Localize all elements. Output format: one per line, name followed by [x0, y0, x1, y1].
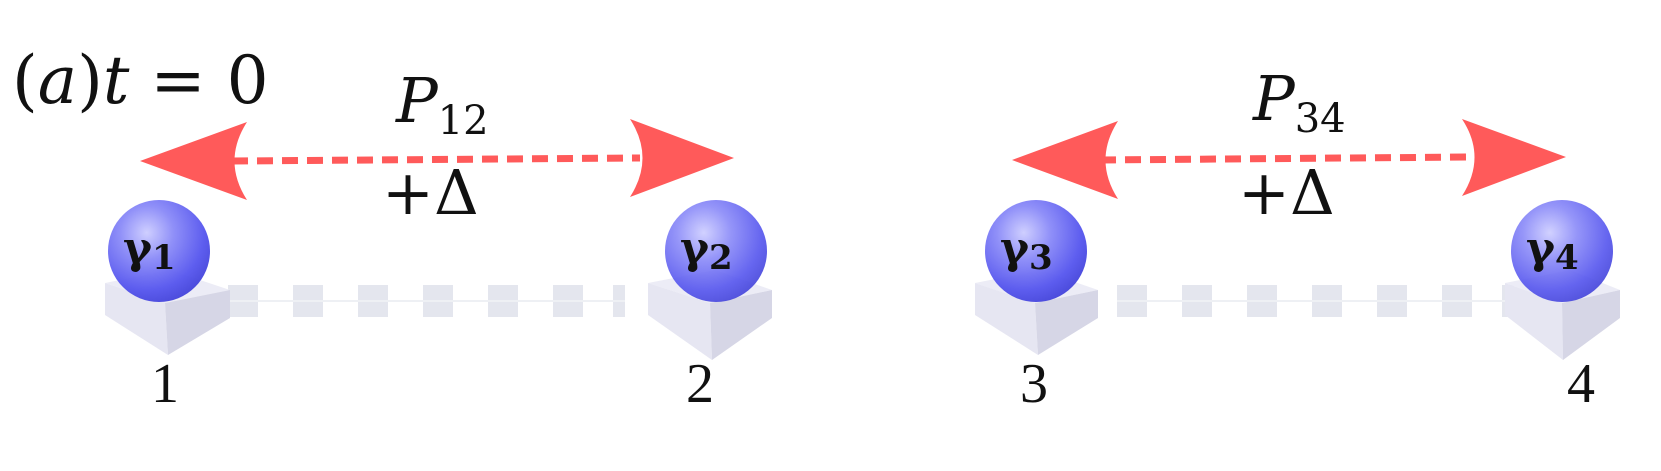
gamma-2-label: γ2	[680, 223, 733, 278]
pairing-arrow-shaft-1	[231, 154, 641, 165]
site-label-3: 3	[1020, 353, 1048, 415]
arrowhead-right-1	[630, 119, 734, 197]
majorana-sphere-4	[1511, 200, 1613, 302]
panel-label: (a)t = 0	[12, 42, 269, 119]
pair-1-group: γ1 γ2 1 2 P12 +Δ	[105, 64, 772, 415]
operator-label-2: P34	[1252, 62, 1346, 142]
pairing-arrow-shaft-2	[1099, 153, 1471, 164]
operator-label-1: P12	[395, 64, 489, 144]
term-label-2: +Δ	[1238, 156, 1335, 229]
arrowhead-right-2	[1462, 119, 1566, 196]
majorana-sphere-1	[108, 200, 210, 302]
gamma-3-label: γ3	[1000, 223, 1053, 278]
site-label-1: 1	[151, 353, 179, 415]
majorana-sphere-3	[985, 200, 1087, 302]
gamma-4-label: γ4	[1526, 223, 1579, 278]
term-label-1: +Δ	[382, 156, 479, 229]
pair-2-group: γ3 γ4 3 4 P34 +Δ	[975, 62, 1620, 415]
arrowhead-left-2	[1012, 121, 1118, 199]
gamma-1-label: γ1	[123, 223, 176, 278]
site-label-4: 4	[1567, 353, 1595, 415]
site-label-2: 2	[686, 353, 714, 415]
majorana-sphere-2	[665, 200, 767, 302]
arrowhead-left-1	[140, 122, 247, 200]
